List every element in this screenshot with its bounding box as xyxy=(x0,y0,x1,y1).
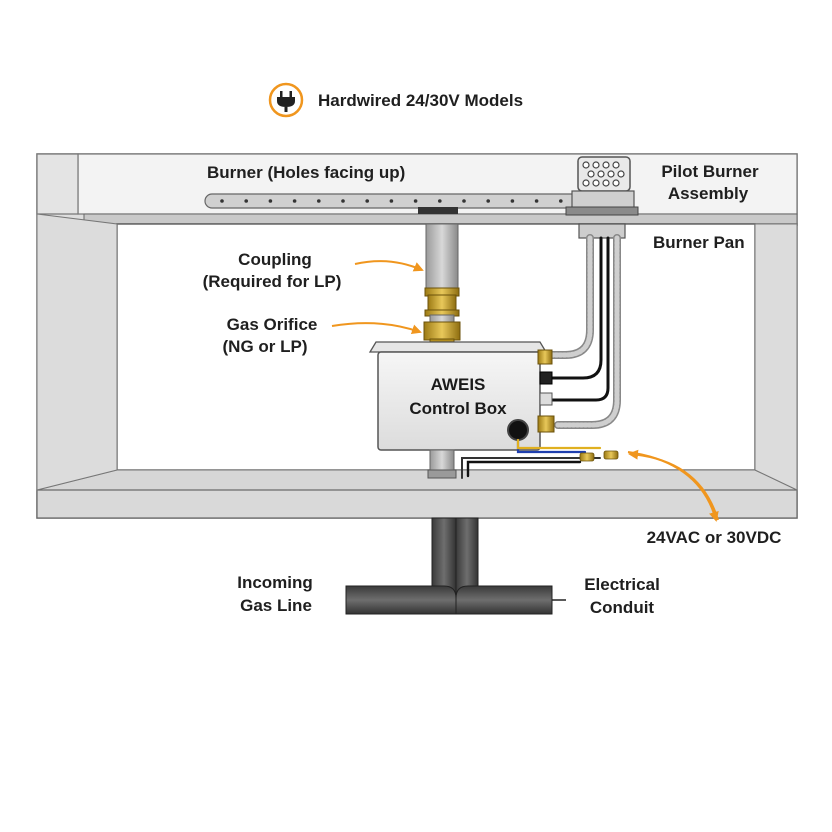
burner-hole xyxy=(292,199,297,203)
coupling-label-line1: Coupling xyxy=(238,250,312,269)
wire-connectors xyxy=(579,450,619,462)
burner-hole xyxy=(510,199,515,203)
conduit-label-line2: Conduit xyxy=(590,598,655,617)
gas-supply-pipe xyxy=(423,223,461,346)
gas-line-label-line1: Incoming xyxy=(237,573,313,592)
pilot-vent-hole xyxy=(612,161,620,169)
pilot-vent-hole xyxy=(597,170,605,178)
pilot-vent-hole xyxy=(592,161,600,169)
control-box-label-line2: Control Box xyxy=(409,399,507,418)
burner-hole xyxy=(486,199,491,203)
pilot-vent-hole xyxy=(602,161,610,169)
orifice-label-line1: Gas Orifice xyxy=(227,315,318,334)
power-label: 24VAC or 30VDC xyxy=(647,528,782,547)
plug-icon xyxy=(268,82,304,118)
burner-hole xyxy=(244,199,248,203)
pilot-flex-tubes xyxy=(544,234,621,429)
control-box-label-line1: AWEIS xyxy=(431,375,486,394)
burner-hole xyxy=(317,199,321,203)
orifice-arrow xyxy=(331,322,422,335)
burner-hole xyxy=(220,199,224,203)
burner-hole xyxy=(413,199,418,203)
incoming-lines xyxy=(345,517,553,615)
burner-pan-label: Burner Pan xyxy=(653,233,745,252)
pilot-vent-hole xyxy=(612,179,620,187)
pilot-vent-hole xyxy=(592,179,600,187)
coupling-fitting xyxy=(424,287,460,317)
gas-line-label-line2: Gas Line xyxy=(240,596,312,615)
burner-hole xyxy=(365,199,370,203)
pilot-burner-label-line1: Pilot Burner xyxy=(661,162,759,181)
conduit-label-line1: Electrical xyxy=(584,575,660,594)
pilot-vent-hole xyxy=(587,170,595,178)
page-title: Hardwired 24/30V Models xyxy=(318,91,523,110)
pilot-vent-hole xyxy=(582,161,590,169)
pilot-vent-hole xyxy=(607,170,615,178)
pilot-vent-hole xyxy=(617,170,625,178)
coupling-arrow xyxy=(354,260,424,272)
labels: Burner (Holes facing up) Pilot Burner As… xyxy=(203,162,782,617)
burner-hole xyxy=(534,199,539,203)
pilot-vent-hole xyxy=(602,179,610,187)
aweis-control-box: AWEIS Control Box xyxy=(368,341,555,479)
burner-hole xyxy=(341,199,345,203)
coupling-label-line2: (Required for LP) xyxy=(203,272,342,291)
burner-hole xyxy=(268,199,273,203)
callout-arrows xyxy=(331,260,719,522)
power-wires xyxy=(461,438,619,479)
burner-pan xyxy=(36,153,798,519)
burner-hole xyxy=(462,199,466,203)
pilot-vent-hole xyxy=(582,179,590,187)
orifice-label-line2: (NG or LP) xyxy=(223,337,308,356)
burner-hole xyxy=(438,199,442,203)
pilot-burner-label-line2: Assembly xyxy=(668,184,749,203)
burner-label: Burner (Holes facing up) xyxy=(207,163,405,182)
header: Hardwired 24/30V Models xyxy=(268,82,523,118)
pilot-vent-holes xyxy=(582,161,625,187)
burner-hole xyxy=(389,199,394,203)
burner-hole xyxy=(559,199,563,203)
